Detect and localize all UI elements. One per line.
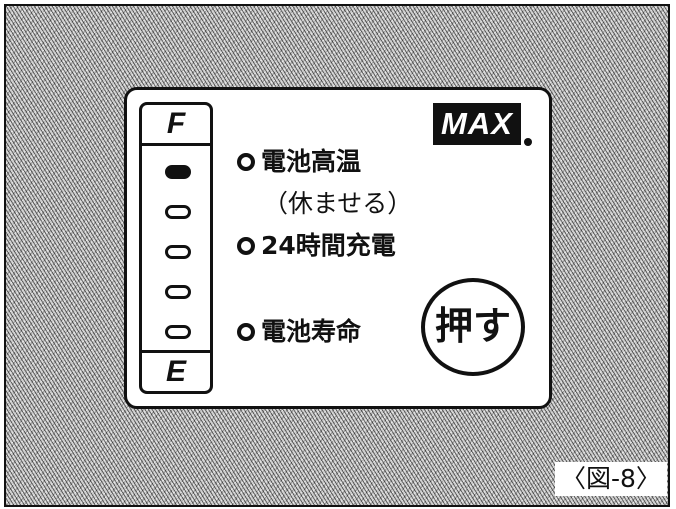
battery-high-temp-sublabel: （休ませる） (263, 189, 413, 218)
max-logo: MAX (433, 103, 521, 145)
gauge-segment-5 (165, 325, 191, 339)
gauge-empty-label: E (142, 350, 210, 391)
charger-panel: F E 電池高温 （休ませる） 24時間充電 電池寿命 MAX 押す (124, 87, 552, 409)
battery-high-temp-label: 電池高温 (261, 147, 362, 176)
gauge-segment-1 (165, 165, 191, 179)
gauge-segment-4 (165, 285, 191, 299)
battery-life-led (237, 323, 255, 341)
battery-life-label: 電池寿命 (261, 317, 362, 346)
charge-24h-led (237, 237, 255, 255)
gauge-segment-3 (165, 245, 191, 259)
gauge-segment-2 (165, 205, 191, 219)
charge-24h-label: 24時間充電 (261, 231, 396, 260)
battery-high-temp-led (237, 153, 255, 171)
charge-level-gauge: F E (139, 102, 213, 394)
figure-caption: 〈図-8〉 (555, 462, 667, 496)
gauge-full-label: F (142, 105, 210, 146)
registered-mark-icon (524, 138, 532, 146)
push-button[interactable]: 押す (421, 278, 525, 376)
